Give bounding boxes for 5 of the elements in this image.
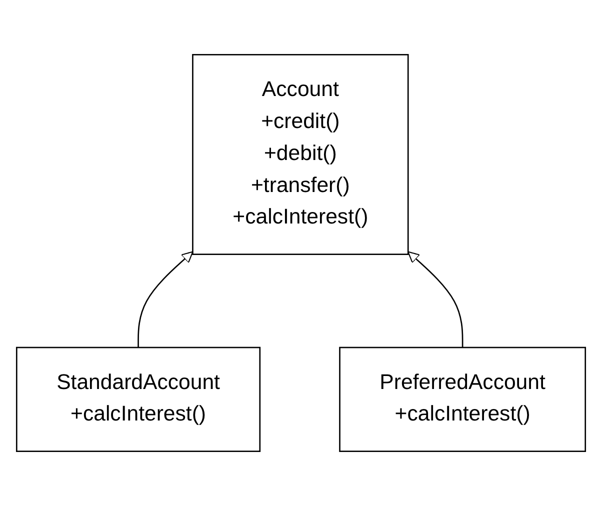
node-box: Account +credit() +debit() +transfer() +calcInterest() (192, 54, 409, 255)
arrow (408, 251, 464, 348)
node-box: PreferredAccount +calcInterest() (339, 346, 586, 452)
arrow (138, 251, 194, 348)
node-box: StandardAccount +calcInterest() (16, 346, 261, 452)
